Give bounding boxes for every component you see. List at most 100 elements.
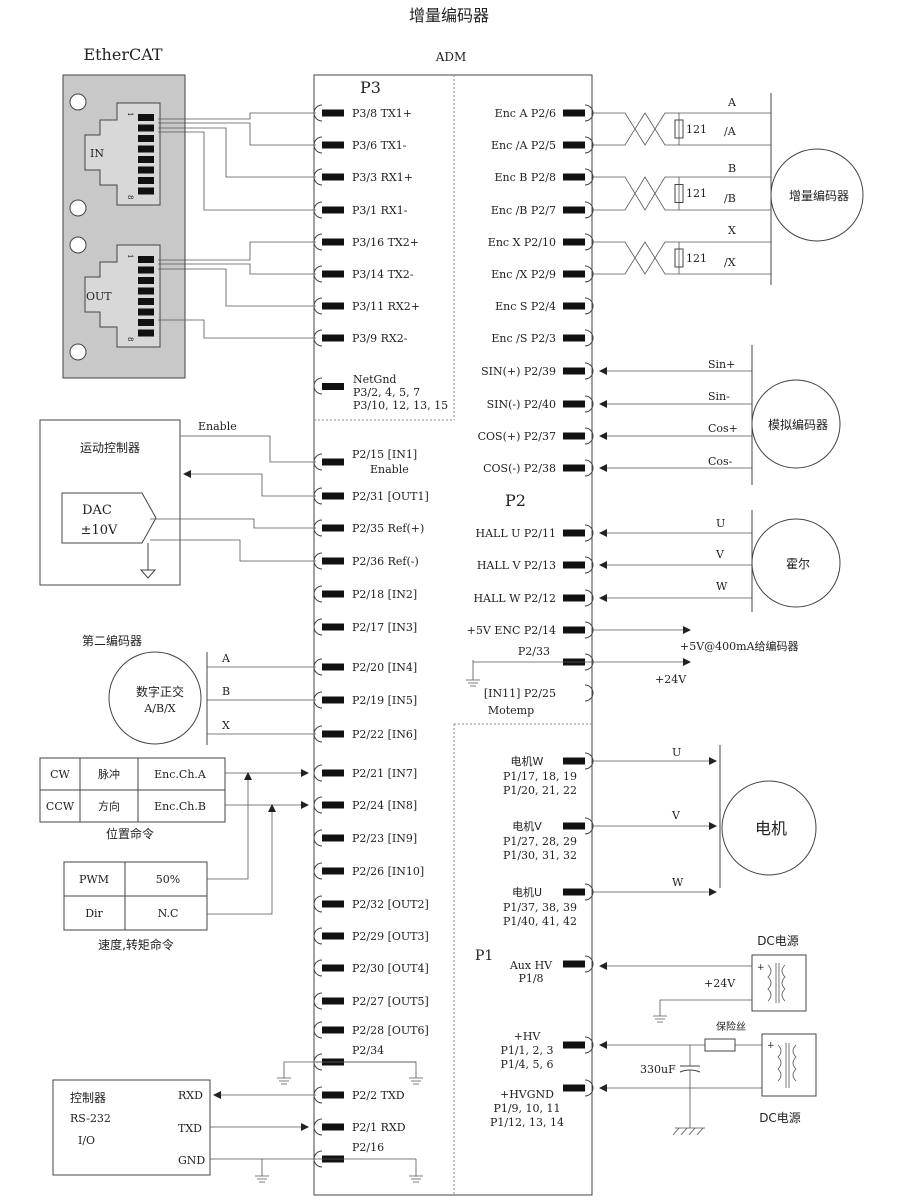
netgnd-pin: NetGnd P3/2, 4, 5, 7 P3/10, 12, 13, 15 xyxy=(313,373,448,412)
p2-pin-label: P2/26 [IN10] xyxy=(352,865,424,878)
plus24-label: +24V xyxy=(655,673,687,686)
p2-pin-label: P2/2 TXD xyxy=(352,1089,405,1102)
p2-pin: P2/2 TXD xyxy=(313,1086,405,1104)
motor-phase-label: 电机V xyxy=(512,819,542,833)
p2-pin-sublabel: Enable xyxy=(370,463,409,476)
twisted-pair xyxy=(593,241,771,275)
p3-pin-label: P3/8 TX1+ xyxy=(352,107,412,120)
p3-pin: P3/8 TX1+ xyxy=(313,104,412,122)
fuse-label: 保险丝 xyxy=(716,1020,746,1033)
pin-last-label: 8 xyxy=(126,337,134,341)
hvgnd-label: +HVGND xyxy=(500,1088,554,1101)
netgnd-pins-line1: P3/2, 4, 5, 7 xyxy=(353,386,420,399)
p2-pin-label: P2/22 [IN6] xyxy=(352,728,417,741)
transformer-icon xyxy=(777,1044,782,1082)
motor-phase-pins: P1/40, 41, 42 xyxy=(503,915,577,928)
io-label: I/O xyxy=(78,1134,95,1147)
enc-cha-cell: Enc.Ch.A xyxy=(154,768,207,781)
dc-source-bottom: + DC电源 保险丝 330uF xyxy=(599,1020,817,1136)
ethercat-label: EtherCAT xyxy=(83,45,162,64)
p2-33-label: P2/33 xyxy=(518,645,550,658)
p2-pin: P2/32 [OUT2] xyxy=(313,895,429,913)
cos-plus-signal: Cos+ xyxy=(708,422,738,435)
txd-label: TXD xyxy=(178,1122,202,1135)
rj45-pin xyxy=(138,135,154,142)
p2-label: P2 xyxy=(505,491,526,510)
dc-source-top: DC电源 + +24V xyxy=(599,934,807,1023)
position-command-caption: 位置命令 xyxy=(106,826,154,841)
right-pin: Enc /X P2/9 xyxy=(491,265,594,283)
analog-encoder: 模拟编码器 Sin+ Sin- Cos+ Cos- xyxy=(708,345,841,485)
rj45-pin xyxy=(138,287,154,295)
p2-pin: P2/30 [OUT4] xyxy=(313,959,429,977)
hvgnd-pins-line1: P1/9, 10, 11 xyxy=(493,1102,560,1115)
enc-nx-signal: /X xyxy=(724,256,736,269)
p2-pin-label: P2/36 Ref(-) xyxy=(352,555,419,568)
right-pin-label: HALL V P2/13 xyxy=(477,559,556,572)
motemp-pin-label: [IN11] P2/25 xyxy=(484,687,556,700)
right-pin-label: Enc /S P2/3 xyxy=(491,332,556,345)
right-pin-label: COS(+) P2/37 xyxy=(478,430,556,443)
p2-pin-label: P2/32 [OUT2] xyxy=(352,898,429,911)
p3-pin: P3/9 RX2- xyxy=(313,329,408,347)
motion-controller: 运动控制器 Enable DAC ±10V xyxy=(39,419,316,586)
signal-x-label: X xyxy=(222,719,230,732)
enc-chb-cell: Enc.Ch.B xyxy=(154,800,206,813)
capacitor-label: 330uF xyxy=(640,1063,676,1076)
right-pin-label: SIN(-) P2/40 xyxy=(487,398,556,411)
direction-cell: 方向 xyxy=(98,799,120,813)
p3-pin-label: P3/3 RX1+ xyxy=(352,171,413,184)
p2-pin: P2/29 [OUT3] xyxy=(313,927,429,945)
hv-pins-line2: P1/4, 5, 6 xyxy=(500,1058,553,1071)
motor-phase-pins: P1/20, 21, 22 xyxy=(503,784,577,797)
p1-label: P1 xyxy=(475,948,493,964)
p2-pin-label: P2/27 [OUT5] xyxy=(352,995,429,1008)
rj45-pin xyxy=(138,266,154,274)
fuse-icon xyxy=(704,1038,736,1052)
rs232-title: 控制器 xyxy=(70,1091,106,1105)
resistor-icon xyxy=(674,119,684,139)
motor-circle xyxy=(721,780,817,876)
p3-pin: P3/6 TX1- xyxy=(313,136,407,154)
p2-pin: P2/31 [OUT1] xyxy=(313,487,429,505)
termination-resistor-label: 121 xyxy=(686,187,707,200)
signal-b-label: B xyxy=(222,685,230,698)
right-pin-label: Enc A P2/6 xyxy=(495,107,556,120)
p2-pin: P2/17 [IN3] xyxy=(313,618,417,636)
p3-pin: P3/16 TX2+ xyxy=(313,233,419,251)
p3-pin: P3/14 TX2- xyxy=(313,265,414,283)
cw-cell: CW xyxy=(50,768,70,781)
p2-pin: P2/35 Ref(+) xyxy=(313,519,424,537)
motor: 电机 U V W xyxy=(671,745,817,889)
dc-source-bottom-label: DC电源 xyxy=(759,1111,801,1125)
pulse-cell: 脉冲 xyxy=(98,767,120,781)
nc-cell: N.C xyxy=(158,907,179,920)
motor-label: 电机 xyxy=(755,819,787,838)
p2-pin: P2/23 [IN9] xyxy=(313,829,417,847)
right-pin-label: Enc B P2/8 xyxy=(495,171,556,184)
power-pin xyxy=(563,1036,594,1054)
right-pin-label: Enc /B P2/7 xyxy=(491,204,556,217)
mount-hole-icon xyxy=(69,343,87,361)
pin-first-label: 1 xyxy=(126,254,134,258)
p2-pin: P2/21 [IN7] xyxy=(313,764,417,782)
motor-phase-pins: P1/27, 28, 29 xyxy=(503,835,577,848)
rj45-pin xyxy=(138,177,154,184)
p2-pin: P2/27 [OUT5] xyxy=(313,992,429,1010)
right-pin: Enc /S P2/3 xyxy=(491,329,594,347)
enc-b-signal: B xyxy=(728,162,736,175)
right-pin-label: Enc /A P2/5 xyxy=(491,139,556,152)
right-pin: Enc /A P2/5 xyxy=(491,136,594,154)
ground-returns xyxy=(255,1061,423,1183)
motor-phase-label: 电机W xyxy=(511,754,544,768)
motor-w-signal: W xyxy=(672,876,684,889)
p3-pin-label: P3/14 TX2- xyxy=(352,268,414,281)
enc-a-signal: A xyxy=(727,96,737,109)
ground-icon xyxy=(672,1127,705,1136)
rj45-pin xyxy=(138,156,154,163)
p2-pin: P2/20 [IN4] xyxy=(313,658,417,676)
transformer-icon xyxy=(767,964,772,1002)
enable-label: Enable xyxy=(198,420,237,433)
sin-minus-signal: Sin- xyxy=(708,390,730,403)
